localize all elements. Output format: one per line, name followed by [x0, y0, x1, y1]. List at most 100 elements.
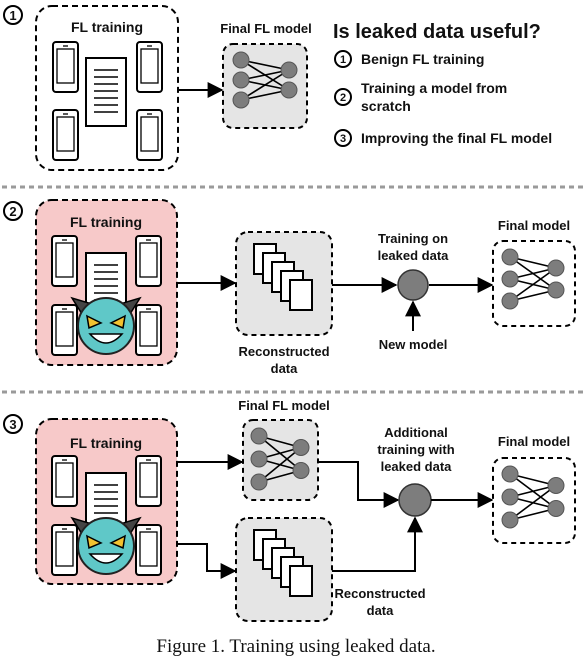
eye-icon [109, 314, 126, 330]
attacker-devil-icon [70, 296, 142, 355]
nn-edge [509, 484, 557, 521]
phone-icon [136, 109, 163, 161]
phone-icon [135, 235, 162, 287]
new-model-label: New model [379, 337, 448, 352]
reconstructed-data-icon [253, 529, 313, 597]
nn-edge [509, 267, 557, 302]
svg-text:3: 3 [340, 133, 346, 145]
training-on-leaked-label: leaked data [378, 248, 450, 263]
mouth-icon [88, 333, 124, 344]
nn-node [232, 91, 250, 109]
nn-edge [240, 69, 290, 101]
legend-item-3: 3 Improving the final FL model [334, 129, 552, 147]
phone-icon [51, 524, 78, 576]
reconstructed-data-icon [253, 243, 313, 311]
nn-node [547, 477, 565, 494]
phone-icon [51, 235, 78, 287]
panel-3: 3 FL training Final FL model Additional … [3, 398, 576, 622]
client-phones [51, 235, 162, 356]
nn-node [501, 511, 519, 529]
phone-icon [52, 41, 79, 93]
nn-node [280, 61, 298, 79]
training-node [397, 269, 429, 301]
nn-node [547, 259, 565, 277]
legend-item-2: 2 Training a model from scratch [334, 80, 507, 114]
phone-icon [135, 455, 162, 507]
eye-icon [86, 314, 103, 330]
panel-1: 1 FL training Final FL model Is leaked d… [3, 5, 552, 171]
svg-text:1: 1 [340, 54, 346, 66]
nn-node [250, 450, 268, 468]
nn-node [547, 281, 565, 299]
reconstructed-label: data [271, 361, 299, 376]
legend-item-1: 1 Benign FL training [334, 50, 484, 68]
nn-node [232, 71, 250, 89]
attacker-devil-icon [70, 516, 142, 575]
document-icon [289, 279, 313, 311]
nn-node [501, 270, 519, 288]
nn-edge [258, 446, 302, 483]
server-icon [85, 57, 127, 127]
phone-icon [51, 455, 78, 507]
training-node [398, 483, 432, 517]
reconstructed-label: data [367, 603, 395, 618]
nn-node [292, 462, 310, 479]
additional-training-label: leaked data [381, 459, 453, 474]
svg-text:3: 3 [9, 417, 16, 432]
neural-net-icon [501, 465, 565, 529]
eye-icon [109, 534, 126, 550]
document-icon [289, 565, 313, 597]
neural-net-icon [232, 51, 298, 109]
arrow-to-reconstructed [177, 543, 237, 579]
phone-icon [136, 41, 163, 93]
neural-net-icon [250, 427, 310, 491]
final-model-label: Final model [498, 218, 570, 233]
devil-face [77, 517, 135, 575]
fl-training-label: FL training [71, 19, 143, 35]
client-phones [52, 41, 163, 161]
legend-title: Is leaked data useful? [333, 21, 541, 43]
panel-2: 2 FL training Reconstructed data Trainin… [3, 199, 576, 376]
additional-training-label: Additional [384, 425, 448, 440]
step-badge-2: 2 [3, 201, 23, 221]
nn-node [501, 292, 519, 310]
step-badge-3: 3 [3, 414, 23, 434]
server-body [85, 57, 127, 127]
final-model-label: Final model [498, 434, 570, 449]
svg-text:1: 1 [9, 8, 16, 23]
nn-node [501, 248, 519, 266]
nn-node [280, 81, 298, 99]
svg-text:scratch: scratch [361, 98, 411, 114]
arrow-model-to-training [318, 461, 400, 508]
phone-icon [135, 304, 162, 356]
svg-text:Benign FL training: Benign FL training [361, 51, 484, 67]
nn-node [292, 439, 310, 456]
nn-node [501, 465, 519, 483]
arrow-data-to-training [332, 516, 423, 572]
client-phones [51, 455, 162, 576]
figure-caption: Figure 1. Training using leaked data. [156, 636, 435, 657]
devil-face [77, 297, 135, 355]
neural-net-icon [501, 248, 565, 310]
phone-icon [135, 524, 162, 576]
svg-text:Improving the final FL model: Improving the final FL model [361, 130, 552, 146]
final-fl-model-label: Final FL model [220, 21, 312, 36]
phone-icon [52, 109, 79, 161]
fl-training-label: FL training [70, 214, 142, 230]
step-badge-1: 1 [3, 5, 23, 25]
svg-text:2: 2 [340, 92, 346, 104]
nn-node [250, 427, 268, 445]
nn-node [232, 51, 250, 69]
reconstructed-label: Reconstructed [334, 586, 425, 601]
phone-icon [51, 304, 78, 356]
nn-node [547, 500, 565, 517]
training-on-leaked-label: Training on [378, 231, 448, 246]
eye-icon [86, 534, 103, 550]
reconstructed-label: Reconstructed [238, 344, 329, 359]
additional-training-label: training with [377, 442, 454, 457]
nn-node [250, 473, 268, 491]
mouth-icon [88, 553, 124, 564]
fl-training-label: FL training [70, 435, 142, 451]
final-fl-model-label: Final FL model [238, 398, 330, 413]
